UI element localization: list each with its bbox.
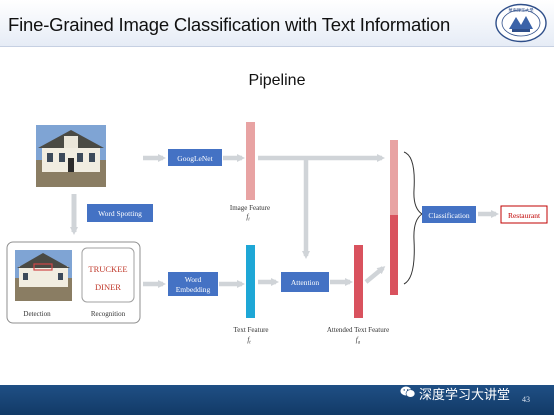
detection-photo — [15, 250, 72, 301]
attention-node — [281, 272, 329, 292]
attention-label: Attention — [291, 278, 320, 287]
recognition-box — [81, 247, 135, 303]
attended-feature-label: Attended Text Feature — [327, 326, 389, 334]
arrow-attended-to-fusion — [364, 266, 386, 284]
word-embedding-node — [168, 272, 218, 296]
fused-image-part — [390, 140, 398, 215]
slide-title: Fine-Grained Image Classification with T… — [8, 14, 451, 35]
watermark-text: 深度学习大讲堂 — [419, 388, 511, 403]
word-embedding-label-1: Word — [185, 275, 202, 284]
word-spotting-node — [87, 204, 153, 222]
text-feature-label: Text Feature — [233, 326, 268, 334]
image-feature-symbol: fi — [246, 213, 250, 223]
word-embedding-label-2: Embedding — [176, 285, 211, 294]
attended-feature-bar — [354, 245, 363, 318]
page-number: 43 — [522, 395, 530, 404]
result-box — [500, 205, 548, 224]
result-label: Restaurant — [508, 211, 541, 220]
pipeline-heading: Pipeline — [248, 72, 306, 89]
wechat-icon — [400, 386, 416, 398]
fusion-brace — [403, 151, 423, 285]
sign-line1: TRUCKEE — [88, 264, 127, 274]
word-spotting-label: Word Spotting — [98, 209, 142, 218]
text-feature-symbol: ft — [247, 336, 251, 346]
footer-bar — [0, 385, 554, 415]
title-bar — [0, 0, 554, 47]
classification-node — [422, 206, 476, 223]
sign-line2: DINER — [95, 282, 121, 292]
detection-label: Detection — [23, 310, 51, 318]
image-feature-bar — [246, 122, 255, 200]
attended-feature-symbol: fa — [356, 336, 361, 346]
university-logo: 華南理工大學 — [495, 3, 547, 43]
recognition-label: Recognition — [91, 310, 126, 318]
classification-label: Classification — [428, 211, 469, 220]
googlenet-label: GoogLeNet — [177, 154, 213, 163]
pipeline-diagram: GoogLeNet Image Feature fi Word Spotting… — [6, 122, 548, 346]
logo-text: 華南理工大學 — [508, 7, 533, 14]
googlenet-node — [168, 149, 222, 166]
image-feature-label: Image Feature — [230, 204, 270, 212]
text-feature-bar — [246, 245, 255, 318]
input-photo — [36, 125, 106, 187]
fused-text-part — [390, 215, 398, 295]
